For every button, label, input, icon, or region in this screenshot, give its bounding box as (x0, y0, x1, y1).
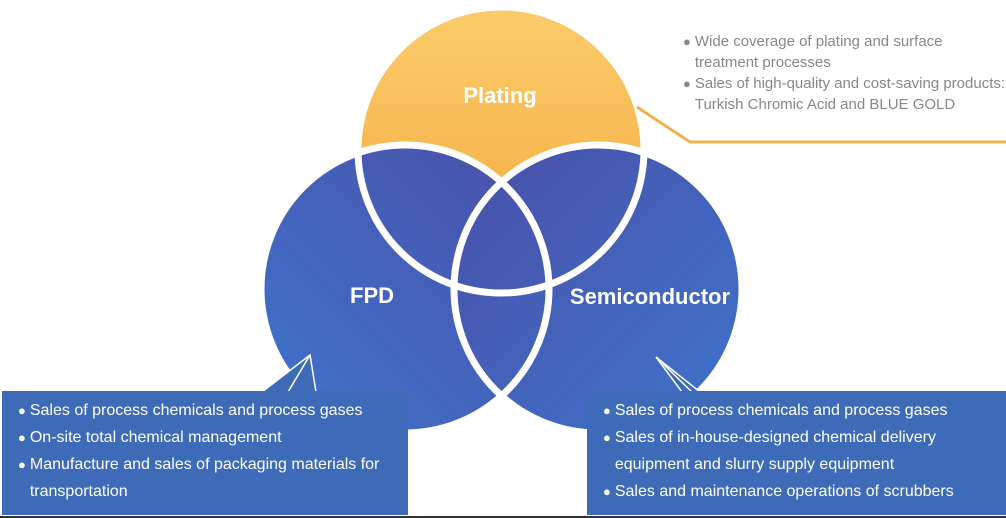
list-item-text: Sales of in-house-designed chemical deli… (614, 429, 936, 473)
fpd-pointer-crease (287, 354, 311, 393)
list-item: ● On-site total chemical management (18, 424, 402, 451)
semiconductor-box: ● Sales of process chemicals and process… (587, 391, 1006, 515)
bullet-icon: ● (683, 76, 691, 91)
list-item-text: Manufacture and sales of packaging mater… (29, 456, 380, 500)
bullet-icon: ● (603, 403, 611, 418)
list-item: ● Sales of process chemicals and process… (603, 397, 1000, 424)
annotation-item: ● Wide coverage of plating and surface t… (683, 31, 1006, 73)
bullet-icon: ● (18, 403, 26, 418)
annotation-text: Sales of high-quality and cost-saving pr… (694, 75, 1006, 113)
bullet-icon: ● (683, 34, 691, 49)
plating-label: Plating (463, 83, 536, 108)
list-item-text: Sales of process chemicals and process g… (29, 402, 363, 419)
list-item: ● Sales of process chemicals and process… (18, 397, 402, 424)
semiconductor-pointer-crease (655, 356, 693, 393)
list-item: ● Sales of in-house-designed chemical de… (603, 424, 1000, 478)
plating-annotation: ● Wide coverage of plating and surface t… (683, 31, 1006, 115)
bottom-border-line (0, 516, 1006, 518)
list-item: ● Sales and maintenance operations of sc… (603, 478, 1000, 505)
list-item-text: Sales of process chemicals and process g… (614, 402, 948, 419)
fpd-label: FPD (350, 283, 394, 308)
semiconductor-label: Semiconductor (570, 284, 731, 309)
bullet-icon: ● (603, 430, 611, 445)
list-item-text: On-site total chemical management (29, 429, 282, 446)
list-item-text: Sales and maintenance operations of scru… (614, 483, 954, 500)
list-item: ● Manufacture and sales of packaging mat… (18, 451, 402, 505)
bullet-icon: ● (18, 457, 26, 472)
annotation-item: ● Sales of high-quality and cost-saving … (683, 73, 1006, 115)
plating-callout-line (636, 105, 1006, 144)
bullet-icon: ● (603, 484, 611, 499)
bullet-icon: ● (18, 430, 26, 445)
fpd-box: ● Sales of process chemicals and process… (2, 391, 408, 515)
annotation-text: Wide coverage of plating and surface tre… (694, 33, 943, 71)
